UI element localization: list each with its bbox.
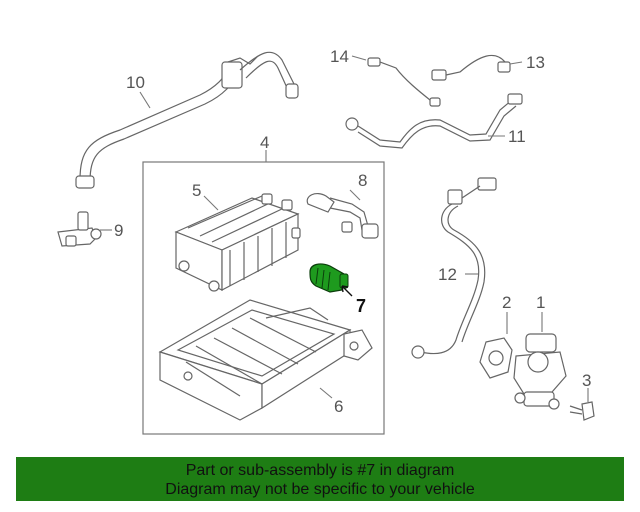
- part-9-fitting: [57, 211, 102, 247]
- label-part-13: 13: [526, 53, 545, 72]
- label-part-5: 5: [192, 181, 201, 200]
- label-part-10: 10: [126, 73, 145, 92]
- part-2-gasket: [479, 337, 513, 379]
- part-8-tube: [306, 192, 379, 239]
- part-5-canister: [174, 193, 301, 292]
- assembly-box-4: [142, 161, 385, 435]
- label-part-7: 7: [356, 296, 366, 316]
- banner-line-1: Part or sub-assembly is #7 in diagram: [185, 462, 455, 479]
- part-12-sensor-line: [411, 177, 497, 359]
- label-part-9: 9: [114, 221, 123, 240]
- label-part-4: 4: [260, 133, 269, 152]
- parts-diagram: 1 2 3 4 5 6 7 8 9 10 11 12 13 14: [57, 47, 595, 435]
- label-part-2: 2: [502, 293, 511, 312]
- part-1-valve: [513, 333, 567, 410]
- label-part-14: 14: [330, 47, 349, 66]
- label-part-1: 1: [536, 293, 545, 312]
- label-part-6: 6: [334, 397, 343, 416]
- leader-6: [319, 387, 333, 399]
- leader-14: [351, 55, 367, 61]
- label-part-8: 8: [358, 171, 367, 190]
- part-3-bolt: [569, 401, 595, 421]
- leader-13: [509, 61, 523, 65]
- part-10-vent-hose: [75, 51, 299, 189]
- part-11-tube: [345, 93, 523, 149]
- leader-5: [203, 195, 219, 211]
- label-part-12: 12: [438, 265, 457, 284]
- leader-7-arrow: [341, 285, 353, 297]
- leader-8: [349, 189, 361, 201]
- part-6-tray: [158, 299, 373, 421]
- banner-line-2: Diagram may not be specific to your vehi…: [165, 481, 475, 498]
- info-banner: Part or sub-assembly is #7 in diagram Di…: [16, 457, 624, 501]
- label-part-3: 3: [582, 371, 591, 390]
- label-part-11: 11: [508, 127, 526, 146]
- leader-10: [139, 91, 151, 109]
- part-13-14-harness: [367, 54, 511, 107]
